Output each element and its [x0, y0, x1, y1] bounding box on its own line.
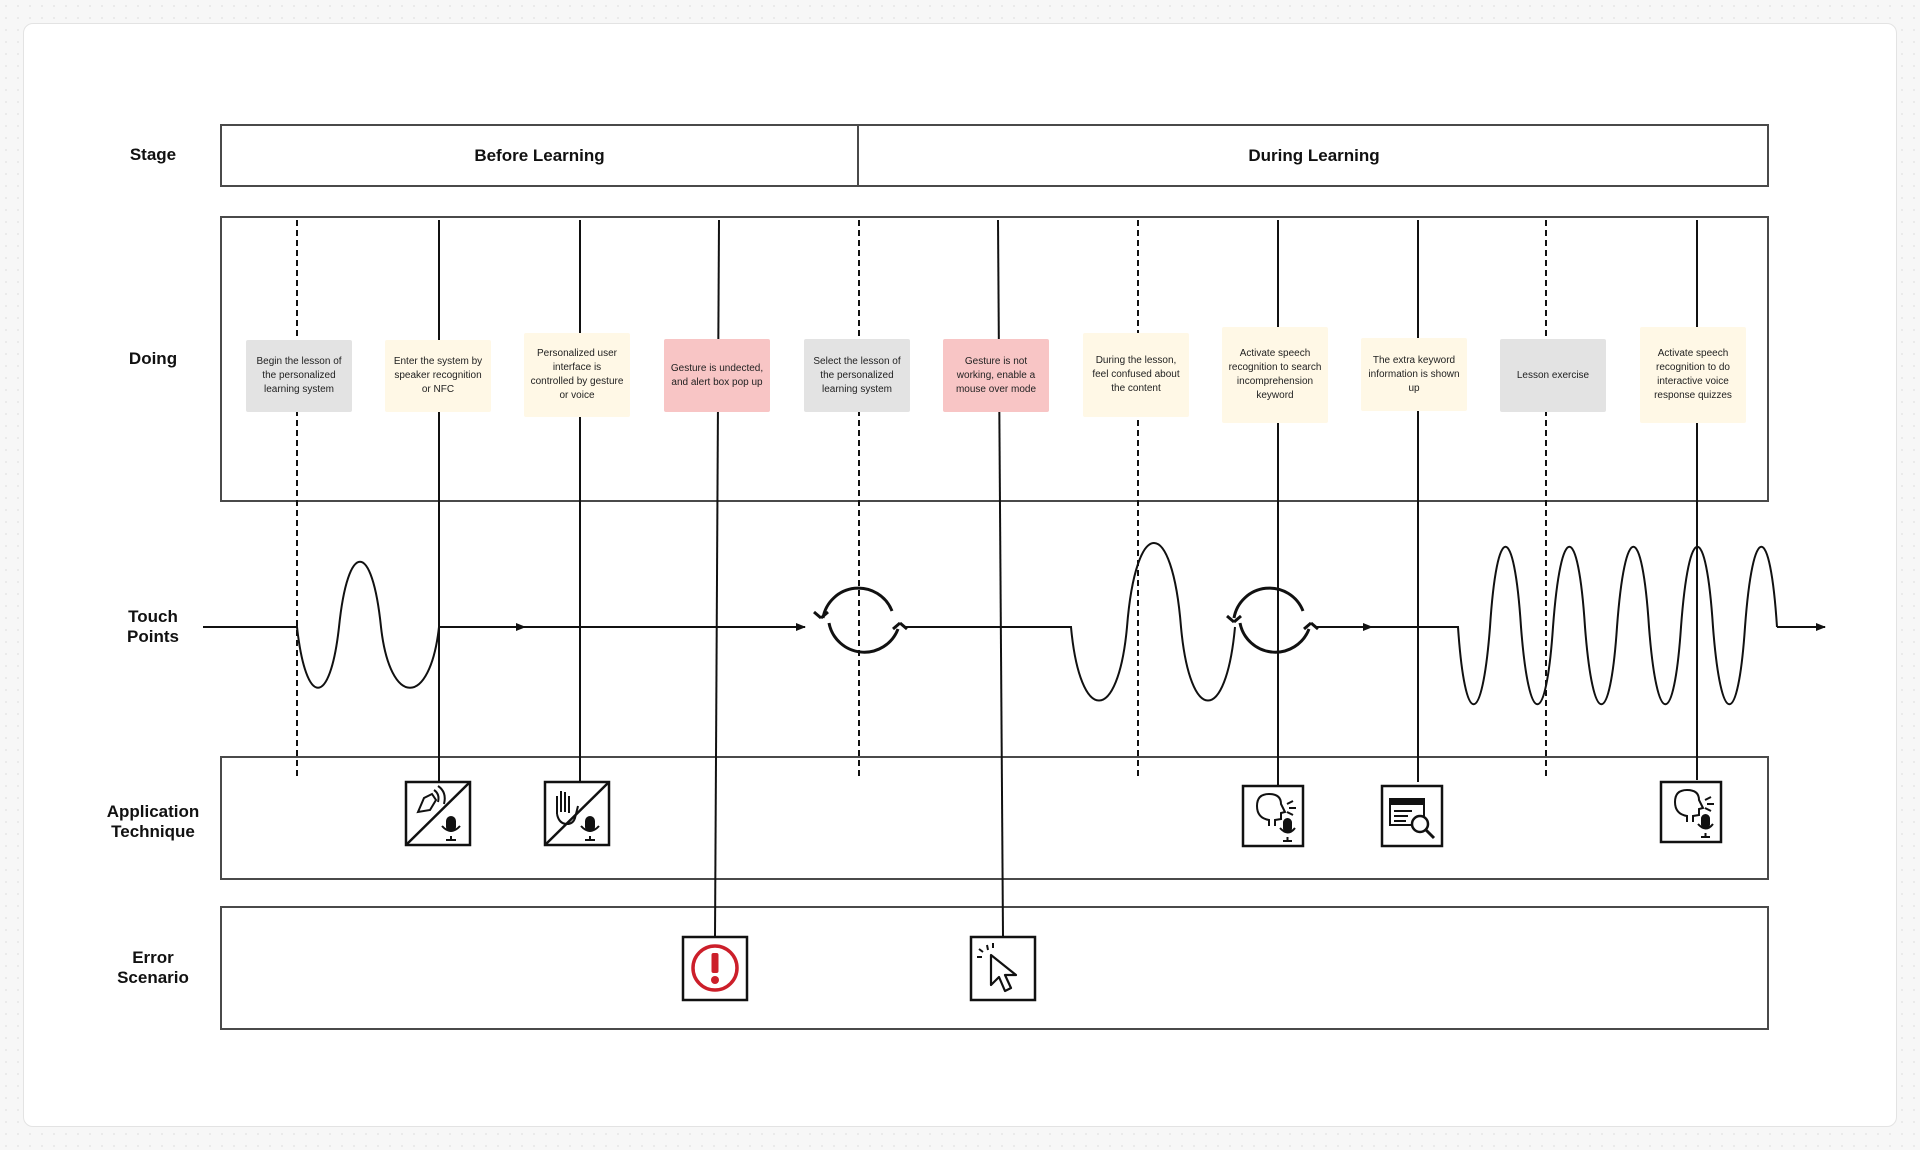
connector-line-4 — [997, 219, 1004, 938]
stage-before-learning: Before Learning — [474, 145, 605, 165]
mouse-over-cursor-icon — [969, 935, 1037, 1002]
keyword-search-icon — [1380, 784, 1444, 848]
alert-icon — [681, 935, 749, 1002]
doing-card-lesson-exercise: Lesson exercise — [1500, 339, 1606, 412]
stage-lane: Before Learning During Learning — [220, 124, 1769, 187]
doing-card-voice-quizzes: Activate speech recognition to do intera… — [1640, 327, 1746, 423]
doing-card-enter-system: Enter the system by speaker recognition … — [385, 340, 491, 412]
voice-response-icon — [1659, 780, 1723, 844]
doing-card-personalized-ui: Personalized user interface is controlle… — [524, 333, 630, 417]
doing-card-keyword-info: The extra keyword information is shown u… — [1361, 338, 1467, 411]
doing-card-gesture-undetected: Gesture is undected, and alert box pop u… — [664, 339, 770, 412]
row-label-doing: Doing — [128, 349, 178, 368]
touch-point-curve — [203, 542, 1826, 705]
refresh-cycle-icon — [813, 586, 908, 654]
refresh-cycle-icon — [1226, 586, 1319, 654]
nfc-or-voice-icon — [404, 780, 472, 847]
doing-card-confused: During the lesson, feel confused about t… — [1083, 333, 1189, 417]
row-label-stage: Stage — [129, 145, 177, 164]
gesture-or-voice-icon — [543, 780, 611, 847]
application-technique-lane — [220, 756, 1769, 880]
doing-card-begin-lesson: Begin the lesson of the personalized lea… — [246, 340, 352, 412]
doing-card-select-lesson: Select the lesson of the personalized le… — [804, 339, 910, 412]
stage-divider — [857, 126, 859, 185]
stage-during-learning: During Learning — [1248, 145, 1380, 165]
speaker-recognition-icon — [1241, 784, 1305, 848]
doing-card-activate-search: Activate speech recognition to search in… — [1222, 327, 1328, 423]
doing-card-gesture-not-working: Gesture is not working, enable a mouse o… — [943, 339, 1049, 412]
connector-line-3 — [714, 219, 720, 938]
